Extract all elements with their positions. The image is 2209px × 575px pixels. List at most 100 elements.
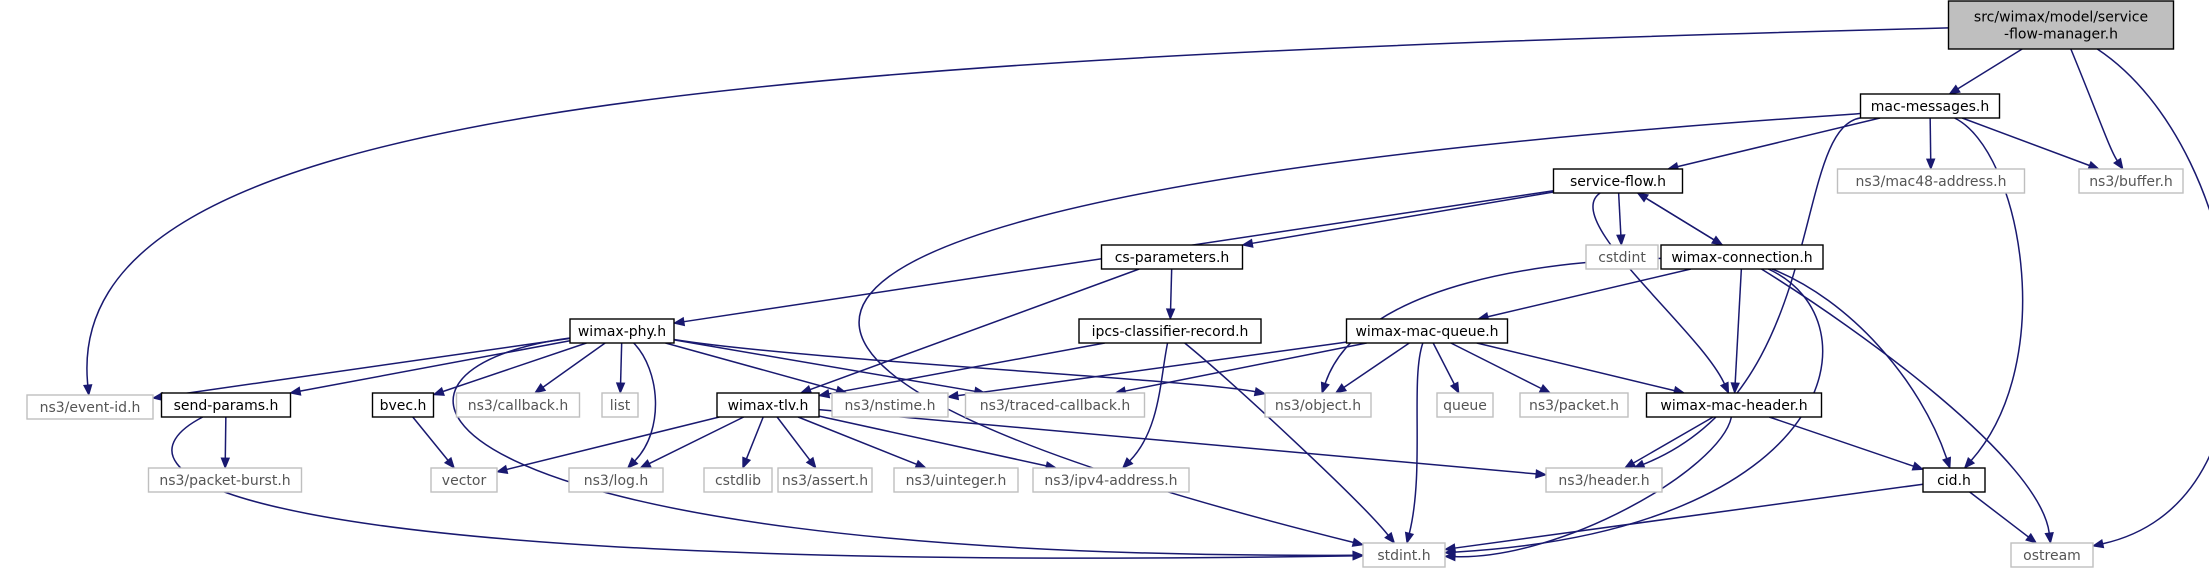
node-box xyxy=(1947,0,2175,50)
node-vector[interactable]: vector xyxy=(430,467,498,493)
edge-root-to-mac_messages xyxy=(1948,48,2023,95)
node-log[interactable]: ns3/log.h xyxy=(568,467,664,493)
arrowhead xyxy=(946,390,960,401)
node-root[interactable]: src/wimax/model/service-flow-manager.h xyxy=(1947,0,2175,50)
arrowhead xyxy=(443,456,456,470)
arrowhead xyxy=(495,464,509,474)
node-cid[interactable]: cid.h xyxy=(1922,467,1986,493)
node-layer: src/wimax/model/service-flow-manager.h ma… xyxy=(26,0,2184,568)
edge-service_flow-to-cs_params xyxy=(1241,191,1554,248)
node-box xyxy=(2010,542,2094,568)
node-nstime[interactable]: ns3/nstime.h xyxy=(831,392,949,418)
node-box xyxy=(716,392,820,418)
node-mac-messages[interactable]: mac-messages.h xyxy=(1859,93,2001,119)
node-wimax-phy[interactable]: wimax-phy.h xyxy=(569,318,675,344)
arrowhead xyxy=(1334,383,1348,394)
node-box xyxy=(1100,244,1244,270)
node-traced-cb[interactable]: ns3/traced-callback.h xyxy=(964,392,1146,418)
node-event-id[interactable]: ns3/event-id.h xyxy=(26,394,154,420)
node-box xyxy=(1836,168,2026,194)
node-stdint[interactable]: stdint.h xyxy=(1362,542,1446,568)
arrowhead xyxy=(83,384,93,397)
node-label: ns3/uinteger.h xyxy=(906,473,1007,489)
node-label: ns3/buffer.h xyxy=(2089,174,2173,190)
edge-wimax_phy-to-nstime xyxy=(665,342,848,395)
node-callback[interactable]: ns3/callback.h xyxy=(455,392,581,418)
node-box xyxy=(1436,392,1494,418)
arrowhead xyxy=(1320,381,1330,395)
node-box xyxy=(703,467,773,493)
node-label: cstdint xyxy=(1598,250,1646,266)
edge-service_flow-to-wimax_mac_header xyxy=(1592,192,1730,395)
node-box xyxy=(147,467,303,493)
node-box xyxy=(1660,244,1824,270)
arrowhead xyxy=(1384,531,1396,545)
node-label: ns3/callback.h xyxy=(468,398,568,414)
edge-wimax_phy-to-bvec xyxy=(432,342,587,396)
node-label: ns3/header.h xyxy=(1558,473,1649,489)
arrowhead xyxy=(220,457,231,470)
edge-wimax_phy-to-send_params xyxy=(288,339,571,396)
node-assert[interactable]: ns3/assert.h xyxy=(777,467,873,493)
node-ipcs[interactable]: ipcs-classifier-record.h xyxy=(1078,318,1262,344)
node-label: wimax-mac-queue.h xyxy=(1355,324,1498,340)
node-cs-params[interactable]: cs-parameters.h xyxy=(1100,244,1244,270)
node-send-params[interactable]: send-params.h xyxy=(160,392,292,418)
node-box xyxy=(1552,168,1684,194)
node-mac48[interactable]: ns3/mac48-address.h xyxy=(1836,168,2026,194)
arrowhead xyxy=(1948,84,1961,95)
node-packet-burst[interactable]: ns3/packet-burst.h xyxy=(147,467,303,493)
node-label: ns3/ipv4-address.h xyxy=(1044,473,1177,489)
edge-wimax_tlv-to-ipv4 xyxy=(818,415,1058,471)
arrowhead xyxy=(1352,551,1365,561)
node-uinteger[interactable]: ns3/uinteger.h xyxy=(893,467,1019,493)
arrowhead xyxy=(1616,234,1626,247)
node-header[interactable]: ns3/header.h xyxy=(1545,467,1663,493)
arrowhead xyxy=(1121,457,1134,469)
node-wimax-tlv[interactable]: wimax-tlv.h xyxy=(716,392,820,418)
node-box xyxy=(1519,392,1629,418)
node-list[interactable]: list xyxy=(601,392,639,418)
node-box xyxy=(777,467,873,493)
node-cstdint[interactable]: cstdint xyxy=(1585,244,1659,270)
edge-wimax_phy-to-traced_cb xyxy=(673,339,987,396)
node-label: wimax-tlv.h xyxy=(728,398,809,414)
edge-root-to-ostream xyxy=(2091,48,2209,549)
node-wimax-mac-header[interactable]: wimax-mac-header.h xyxy=(1645,392,1823,418)
arrowhead xyxy=(1241,238,1254,248)
node-label: cstdlib xyxy=(715,473,761,489)
edge-wimax_conn-to-service_flow xyxy=(1636,192,1723,246)
arrowhead xyxy=(1253,386,1267,397)
edge-wimax_phy-to-object xyxy=(673,338,1267,397)
node-packet[interactable]: ns3/packet.h xyxy=(1519,392,1629,418)
node-ipv4[interactable]: ns3/ipv4-address.h xyxy=(1032,467,1190,493)
arrowhead xyxy=(1911,461,1925,471)
node-bvec[interactable]: bvec.h xyxy=(371,392,435,418)
node-ostream[interactable]: ostream xyxy=(2010,542,2094,568)
node-label: ostream xyxy=(2023,548,2081,564)
node-label: cs-parameters.h xyxy=(1115,250,1230,266)
node-object[interactable]: ns3/object.h xyxy=(1264,392,1372,418)
edge-root-to-event_id xyxy=(83,27,1949,397)
edge-wimax_mac_queue-to-nstime xyxy=(946,341,1347,401)
arrowhead xyxy=(533,383,547,394)
node-label: ns3/log.h xyxy=(584,473,648,489)
node-label: wimax-connection.h xyxy=(1671,250,1812,266)
arrowhead xyxy=(1449,381,1460,395)
node-cstdlib[interactable]: cstdlib xyxy=(703,467,773,493)
node-wimax-conn[interactable]: wimax-connection.h xyxy=(1660,244,1824,270)
edge-wimax_tlv-to-cstdlib xyxy=(742,416,764,470)
node-label: stdint.h xyxy=(1377,548,1430,564)
node-wimax-mac-queue[interactable]: wimax-mac-queue.h xyxy=(1345,318,1509,344)
node-label: wimax-mac-header.h xyxy=(1660,398,1807,414)
edge-wimax_tlv-to-log xyxy=(639,416,745,469)
edge-mac_messages-to-cid xyxy=(1954,117,2024,470)
node-label: ns3/packet-burst.h xyxy=(159,473,290,489)
edge-cid-to-stdint xyxy=(1443,483,1924,553)
node-box xyxy=(831,392,949,418)
arrowhead xyxy=(799,384,813,394)
node-service-flow[interactable]: service-flow.h xyxy=(1552,168,1684,194)
node-queue[interactable]: queue xyxy=(1436,392,1494,418)
node-buffer[interactable]: ns3/buffer.h xyxy=(2078,168,2184,194)
